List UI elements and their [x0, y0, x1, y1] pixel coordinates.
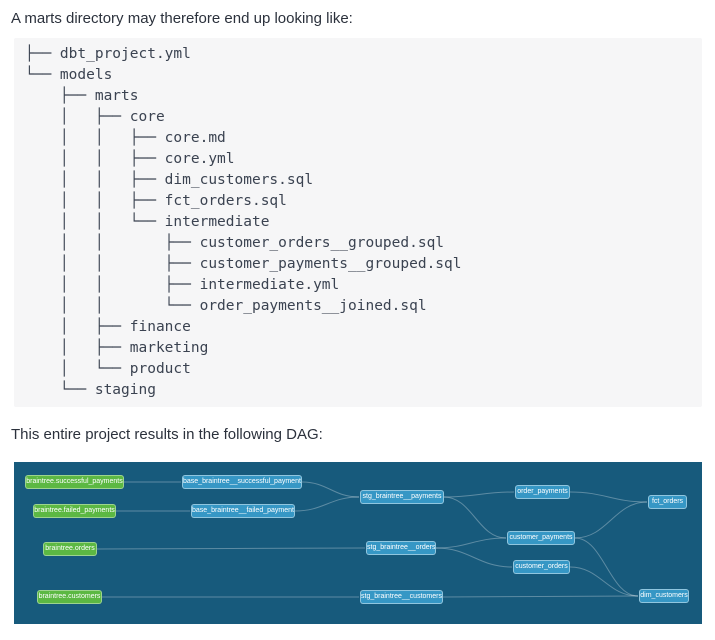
dag-node-braintree-customers[interactable]: braintree.customers: [37, 590, 102, 604]
dag-node-stg-braintree-payments[interactable]: stg_braintree__payments: [360, 490, 444, 504]
dag-edge-stg-braintree-customers--dim-customers: [442, 595, 639, 598]
dag-node-customer-payments[interactable]: customer_payments: [507, 531, 575, 545]
dag-node-customer-orders[interactable]: customer_orders: [513, 560, 570, 574]
dag-edge-braintree-orders--stg-braintree-orders: [96, 547, 366, 550]
dag-node-braintree-successful-payments[interactable]: braintree.successful_payments: [25, 475, 124, 489]
dag-caption-paragraph: This entire project results in the follo…: [11, 426, 323, 443]
dag-edge-stg-braintree-payments--customer-payments: [443, 496, 507, 539]
dag-edge-base-braintree-failed-payments--stg-braintree-payments: [294, 496, 360, 512]
dag-node-braintree-failed-payments[interactable]: braintree.failed_payments: [33, 504, 116, 518]
dag-edge-stg-braintree-orders--customer-payments: [435, 537, 507, 549]
intro-paragraph: A marts directory may therefore end up l…: [11, 10, 353, 27]
dag-edge-customer-payments--fct-orders: [574, 501, 648, 539]
dag-edge-customer-orders--dim-customers: [569, 566, 639, 597]
dag-edge-stg-braintree-orders--customer-orders: [435, 547, 513, 568]
dag-node-base-braintree-failed-payments[interactable]: base_braintree__failed_payments: [191, 504, 295, 518]
dag-node-base-braintree-successful-payments[interactable]: base_braintree__successful_payments: [182, 475, 302, 489]
dag-node-braintree-orders[interactable]: braintree.orders: [43, 542, 97, 556]
dag-node-stg-braintree-orders[interactable]: stg_braintree__orders: [366, 541, 436, 555]
dag-node-dim-customers[interactable]: dim_customers: [639, 589, 689, 603]
dag-figure: braintree.successful_payments braintree.f…: [14, 462, 702, 624]
directory-tree-text: ├── dbt_project.yml └── models ├── marts…: [25, 46, 462, 398]
dag-edge-stg-braintree-payments--order-payments: [443, 491, 515, 498]
dag-edge-order-payments--fct-orders: [569, 491, 648, 503]
dag-node-stg-braintree-customers[interactable]: stg_braintree__customers: [360, 590, 443, 604]
dag-edge-customer-payments--dim-customers: [574, 537, 639, 597]
dag-edges-layer: [96, 481, 648, 598]
dag-edge-base-braintree-successful-payments--stg-braintree-payments: [301, 481, 360, 498]
dag-node-fct-orders[interactable]: fct_orders: [648, 495, 687, 509]
dag-node-order-payments[interactable]: order_payments: [515, 485, 570, 499]
directory-tree-code-block: ├── dbt_project.yml └── models ├── marts…: [14, 38, 702, 407]
